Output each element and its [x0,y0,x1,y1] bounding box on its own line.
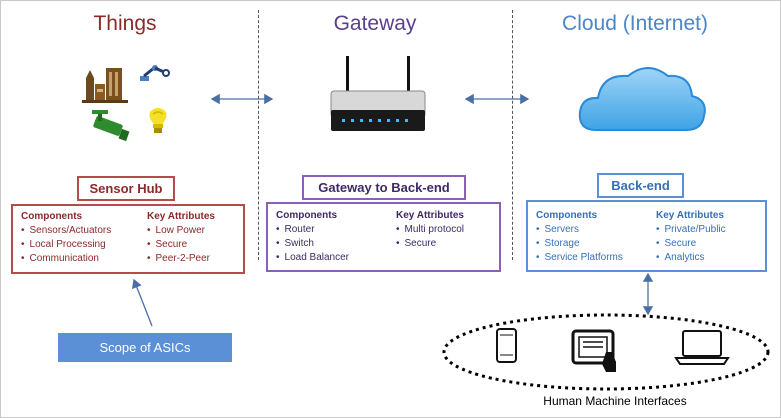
cloud-component-item: Servers [536,223,623,237]
robot-arm-icon [140,65,170,81]
things-attributes: Key Attributes Low Power Secure Peer-2-P… [147,211,215,266]
things-attributes-heading: Key Attributes [147,211,215,222]
gateway-component-item: Load Balancer [276,251,350,265]
cloud-attribute-item: Private/Public [656,223,726,237]
gateway-attribute-item: Secure [396,237,464,251]
scope-of-asics-label: Scope of ASICs [58,333,232,362]
cloud-attributes-heading: Key Attributes [656,210,724,221]
gateway-component-item: Router [276,223,349,237]
cloud-icon [578,67,706,131]
backend-tag: Back-end [597,173,684,198]
gateway-components: Components Router Switch Load Balancer [276,210,349,265]
smartphone-icon [496,328,517,363]
cloud-attribute-item: Analytics [656,251,726,265]
divider-left [258,10,259,260]
arrow-asic-scope [131,278,153,327]
things-component-item: Local Processing [21,238,111,252]
hmi-label: Human Machine Interfaces [543,394,687,408]
cloud-components-heading: Components [536,210,598,221]
things-components: Components Sensors/Actuators Local Proce… [21,211,111,266]
things-component-item: Sensors/Actuators [21,224,112,238]
laptop-icon [674,330,730,365]
things-attribute-item: Secure [147,238,215,252]
gateway-attribute-item: Multi protocol [396,223,464,237]
gateway-box: Components Router Switch Load Balancer K… [266,202,501,272]
cloud-component-item: Service Platforms [536,251,623,265]
things-component-item: Communication [21,252,111,266]
gateway-tag: Gateway to Back-end [302,175,466,200]
gateway-attributes-heading: Key Attributes [396,210,464,221]
title-things: Things [93,12,157,35]
cloud-attribute-item: Secure [656,237,726,251]
buildings-icon [82,68,128,103]
things-components-heading: Components [21,211,83,222]
cloud-components: Components Servers Storage Service Platf… [536,210,623,265]
things-attribute-item: Peer-2-Peer [147,252,215,266]
tablet-touch-icon [571,329,616,372]
cloud-attributes: Key Attributes Private/Public Secure Ana… [656,210,726,265]
gateway-components-heading: Components [276,210,338,221]
title-gateway: Gateway [333,12,417,35]
hmi-ellipse [442,313,770,391]
light-bulb-icon [149,108,167,133]
gateway-attributes: Key Attributes Multi protocol Secure [396,210,464,251]
cloud-component-item: Storage [536,237,623,251]
things-attribute-item: Low Power [147,224,215,238]
gateway-component-item: Switch [276,237,349,251]
sensor-hub-tag: Sensor Hub [77,176,175,201]
security-camera-icon [92,110,130,142]
divider-right [512,10,513,260]
backend-box: Components Servers Storage Service Platf… [526,200,767,272]
router-icon [330,56,426,131]
sensor-hub-box: Components Sensors/Actuators Local Proce… [11,204,245,274]
title-cloud: Cloud (Internet) [562,12,708,35]
